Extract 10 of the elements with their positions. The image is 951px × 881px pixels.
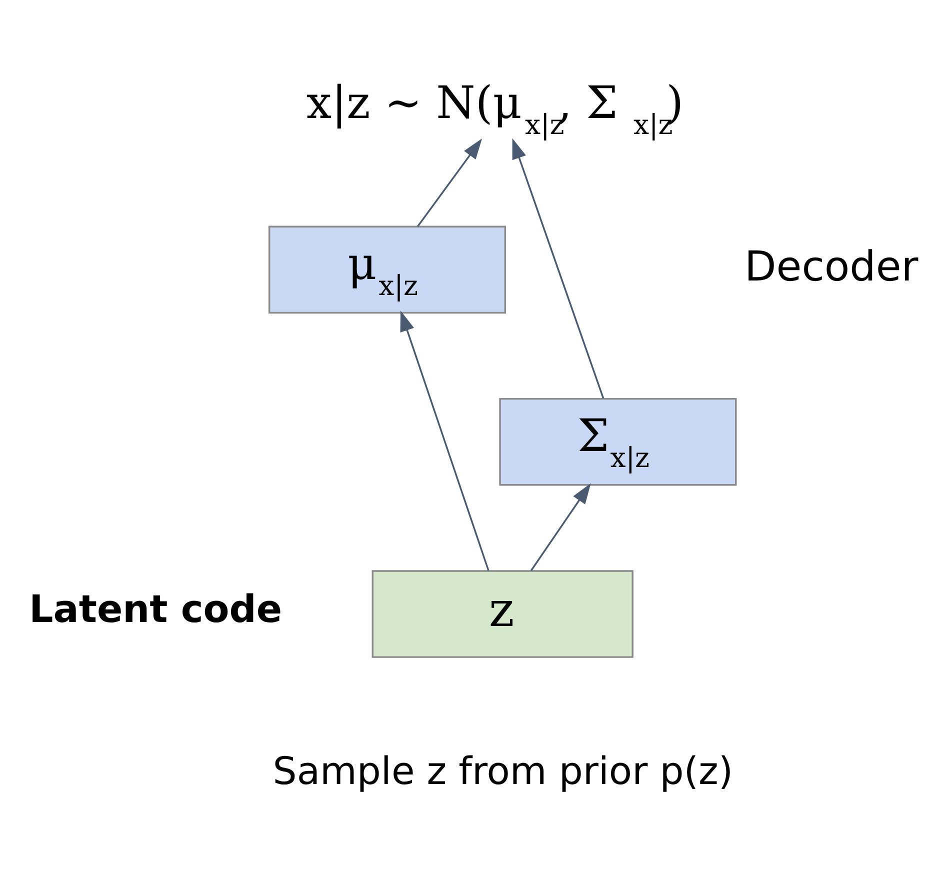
arrow <box>416 138 482 227</box>
node-label: Latent code <box>29 586 282 630</box>
label: Decoder <box>744 242 918 290</box>
arrow <box>512 138 604 398</box>
node-label: Sample z from prior p(z) <box>272 748 734 792</box>
node-box: z <box>372 570 634 658</box>
node-box: μ$_{x|z}$ <box>268 225 506 314</box>
arrow <box>400 310 490 570</box>
arrow <box>530 482 591 571</box>
node-box: Σ$_{x|z}$ <box>499 397 737 486</box>
